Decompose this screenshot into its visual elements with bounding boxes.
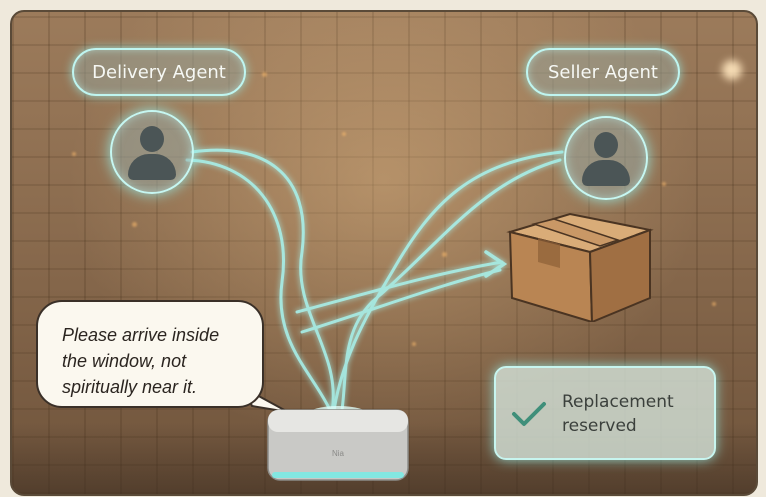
flow-lines bbox=[185, 148, 564, 414]
arrow-head-icon bbox=[484, 250, 508, 278]
message-line-1: Please arrive inside bbox=[62, 325, 220, 345]
message-line-2: the window, not bbox=[62, 351, 187, 371]
status-line-1: Replacement bbox=[562, 392, 674, 412]
scene-frame: Delivery Agent Seller Agent Please arriv… bbox=[10, 10, 758, 496]
checkmark-icon bbox=[512, 402, 546, 426]
avatar-head bbox=[140, 126, 164, 152]
flow-line-package-2 bbox=[300, 268, 502, 334]
flow-line-delivery-2 bbox=[185, 158, 332, 412]
avatar-head bbox=[594, 132, 618, 158]
avatar-body bbox=[582, 160, 630, 186]
flow-line-delivery bbox=[190, 148, 335, 414]
bokeh-light bbox=[712, 302, 716, 306]
cardboard-box-icon bbox=[506, 212, 654, 322]
delivery-agent-label: Delivery Agent bbox=[72, 48, 246, 96]
hub-device: Nia bbox=[267, 406, 409, 481]
bokeh-light bbox=[662, 182, 666, 186]
bokeh-light bbox=[722, 60, 742, 80]
seller-agent-text: Seller Agent bbox=[548, 61, 658, 83]
seller-agent-avatar-icon bbox=[564, 116, 648, 200]
bokeh-light bbox=[442, 252, 447, 257]
flow-line-package bbox=[295, 260, 504, 314]
status-line-2: reserved bbox=[562, 416, 637, 436]
bokeh-light bbox=[412, 342, 416, 346]
status-label: Replacement reserved bbox=[562, 390, 674, 438]
message-line-3: spiritually near it. bbox=[62, 377, 198, 397]
seller-agent-label: Seller Agent bbox=[526, 48, 680, 96]
bokeh-light bbox=[132, 222, 137, 227]
avatar-body bbox=[128, 154, 176, 180]
bokeh-light bbox=[342, 132, 346, 136]
device-label: Nia bbox=[332, 449, 345, 458]
delivery-agent-text: Delivery Agent bbox=[92, 61, 226, 83]
speech-bubble: Please arrive inside the window, not spi… bbox=[36, 300, 264, 408]
delivery-agent-avatar-icon bbox=[110, 110, 194, 194]
bokeh-light bbox=[262, 72, 267, 77]
status-card: Replacement reserved bbox=[494, 366, 716, 460]
bokeh-light bbox=[72, 152, 76, 156]
flow-line-seller-2 bbox=[340, 158, 562, 412]
